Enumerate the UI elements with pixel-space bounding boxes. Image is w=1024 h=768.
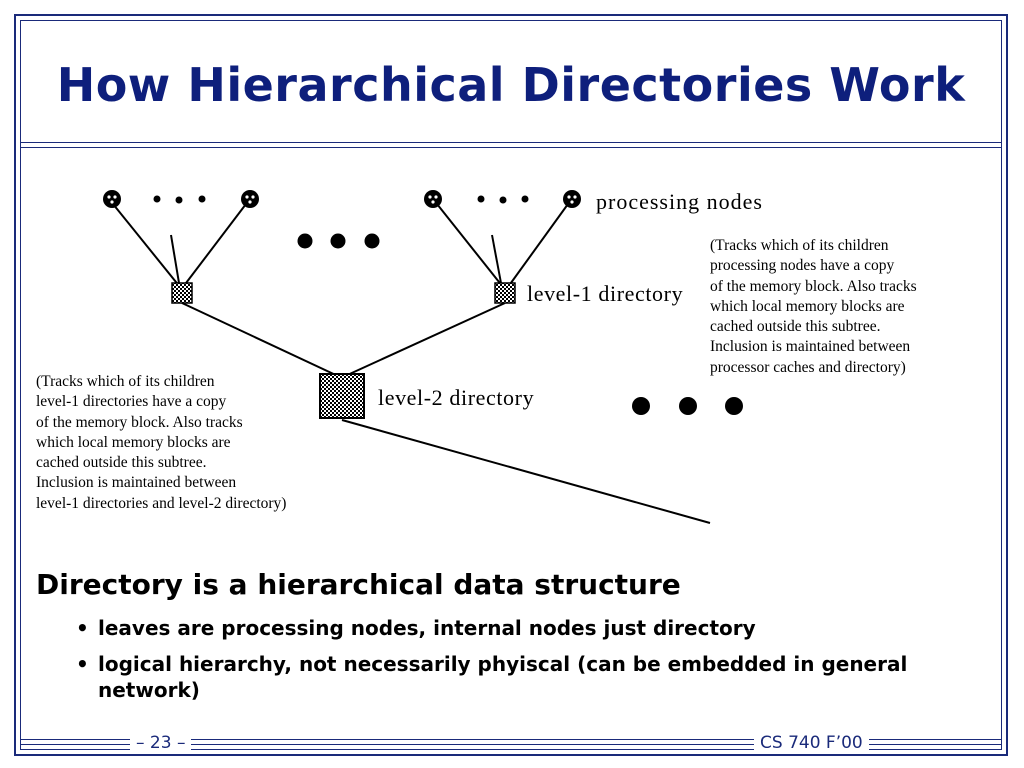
level2-directory — [319, 373, 365, 419]
edge-node3-l1b — [436, 203, 504, 288]
slide-frame-inner — [20, 20, 1002, 750]
edge-l1b-l2 — [342, 302, 506, 378]
level1-directory-label: level-1 directory — [527, 281, 684, 306]
edge-node4-l1b — [507, 203, 569, 288]
course-label: CS 740 F’00 — [754, 733, 869, 753]
edge-mid-l1a — [170, 234, 180, 284]
ellipsis-large-top — [297, 233, 380, 249]
ellipsis-small-left — [153, 195, 206, 204]
processing-node-4 — [563, 190, 581, 208]
level2-directory-label: level-2 directory — [378, 385, 535, 410]
processing-node-3 — [424, 190, 442, 208]
footer-rule-top — [20, 739, 1002, 740]
bullet-marker: • — [76, 652, 89, 676]
level1-directory-right — [494, 282, 516, 304]
ellipsis-large-right — [632, 397, 743, 415]
main-heading: Directory is a hierarchical data structu… — [36, 568, 681, 601]
title-divider-bottom — [20, 147, 1002, 148]
edge-node2-l1a — [182, 203, 247, 288]
edge-l1a-l2 — [181, 302, 341, 378]
level1-directory-left — [171, 282, 193, 304]
edge-node1-l1a — [112, 203, 181, 288]
level1-note: (Tracks which of its children processing… — [710, 237, 917, 376]
processing-node-2 — [241, 190, 259, 208]
title-divider-top — [20, 142, 1002, 143]
bullet-text: logical hierarchy, not necessarily phyis… — [98, 652, 908, 702]
bullet-marker: • — [76, 616, 89, 640]
ellipsis-small-right — [477, 195, 529, 204]
edge-mid-l1b — [491, 234, 502, 284]
edge-l2-up — [341, 419, 711, 524]
bullet-text: leaves are processing nodes, internal no… — [98, 616, 756, 640]
level2-note: (Tracks which of its children level-1 di… — [36, 373, 287, 512]
processing-node-1 — [103, 190, 121, 208]
footer-rule-bottom — [20, 744, 1002, 745]
processing-nodes-label: processing nodes — [596, 189, 763, 214]
page-number: – 23 – — [130, 733, 192, 753]
slide-title: How Hierarchical Directories Work — [56, 58, 966, 112]
slide-frame-outer — [14, 14, 1008, 756]
